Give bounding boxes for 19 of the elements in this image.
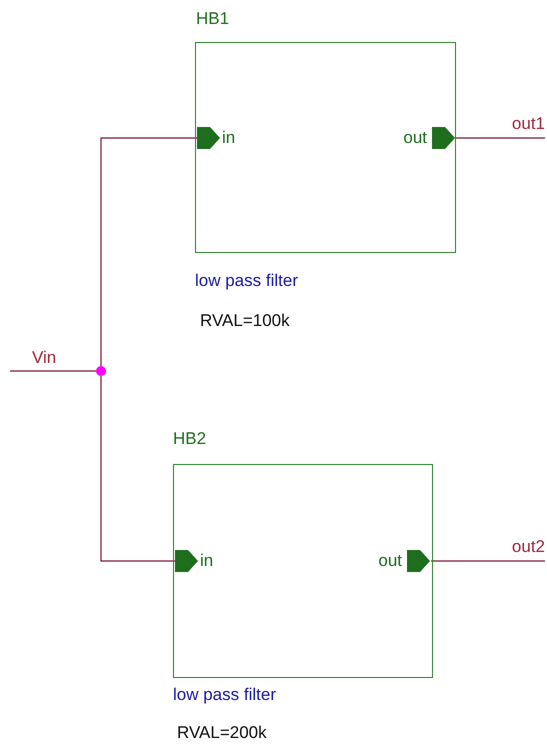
wire xyxy=(100,376,175,562)
wire xyxy=(456,137,545,139)
block-description: low pass filter xyxy=(195,271,298,291)
net-label: Vin xyxy=(32,348,56,368)
net-label: out2 xyxy=(512,537,545,557)
port-label: out xyxy=(403,128,427,148)
parameter-text: RVAL=200k xyxy=(177,723,267,743)
parameter-text: RVAL=100k xyxy=(200,311,290,331)
wire xyxy=(100,137,197,366)
net-label: out1 xyxy=(512,114,545,134)
port-label: out xyxy=(378,551,402,571)
port-label: in xyxy=(222,128,236,148)
wire xyxy=(10,370,96,372)
block-name: HB1 xyxy=(196,9,230,29)
block-description: low pass filter xyxy=(173,685,276,705)
block-name: HB2 xyxy=(173,429,206,449)
port-label: in xyxy=(200,551,214,571)
wire xyxy=(431,560,545,562)
junction-dot xyxy=(96,366,106,376)
